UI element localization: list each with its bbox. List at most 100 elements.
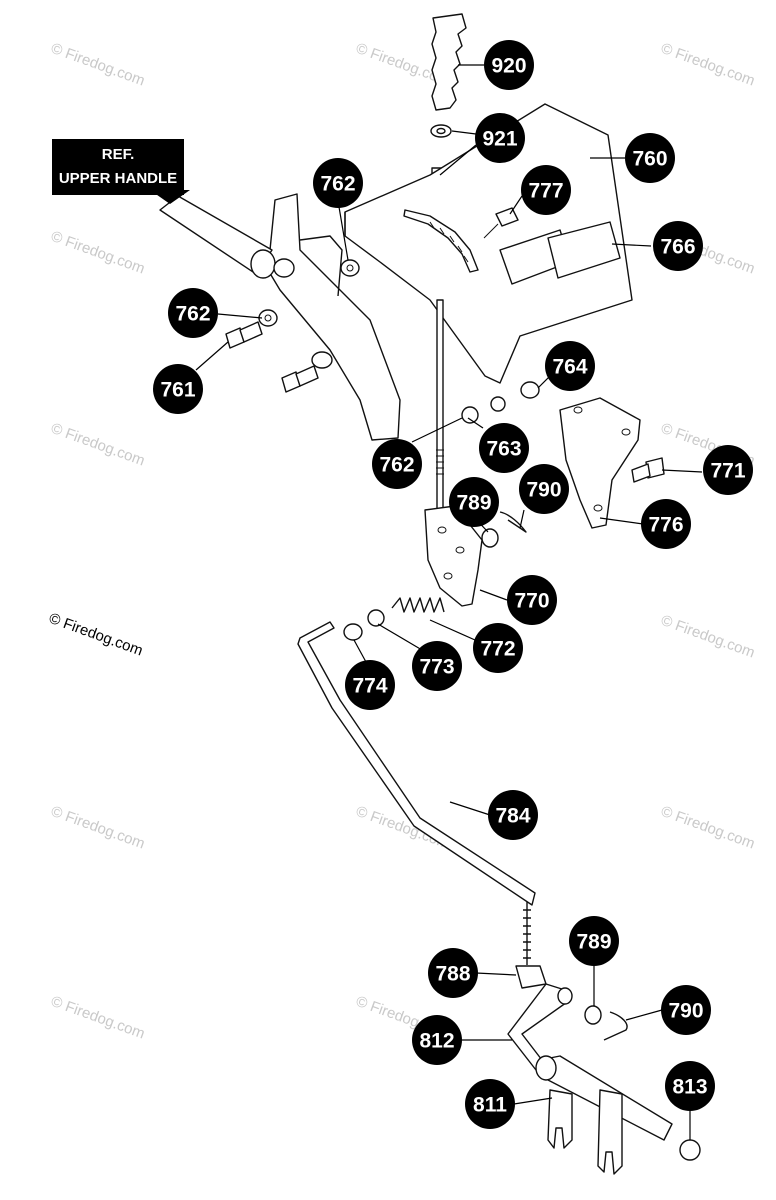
leader-line bbox=[439, 144, 477, 176]
bracket-776-hole bbox=[593, 504, 603, 512]
part-label-790[interactable]: 790 bbox=[519, 464, 569, 514]
part-label-921[interactable]: 921 bbox=[475, 113, 525, 163]
svg-text:770: 770 bbox=[514, 590, 549, 613]
part-label-760[interactable]: 760 bbox=[625, 133, 675, 183]
part-label-762[interactable]: 762 bbox=[372, 439, 422, 489]
part-label-762[interactable]: 762 bbox=[168, 288, 218, 338]
svg-text:762: 762 bbox=[320, 173, 355, 196]
watermark-text: © Firedog.com bbox=[49, 40, 147, 90]
part-label-811[interactable]: 811 bbox=[465, 1079, 515, 1129]
washer-762c bbox=[461, 406, 479, 424]
part-label-776[interactable]: 776 bbox=[641, 499, 691, 549]
washer-763 bbox=[490, 396, 506, 412]
svg-text:811: 811 bbox=[473, 1094, 507, 1117]
nut-764 bbox=[520, 381, 540, 399]
part-label-770[interactable]: 770 bbox=[507, 575, 557, 625]
svg-text:789: 789 bbox=[576, 931, 611, 954]
bolt-761-shank bbox=[239, 321, 263, 343]
spring-772 bbox=[391, 597, 445, 613]
watermark-text: © Firedog.com bbox=[49, 420, 147, 470]
cotter-pin-790a bbox=[499, 511, 527, 533]
leader-line bbox=[195, 341, 229, 371]
svg-text:812: 812 bbox=[419, 1030, 454, 1053]
svg-text:784: 784 bbox=[495, 805, 530, 828]
leader-line bbox=[475, 972, 517, 976]
leader-line bbox=[509, 195, 523, 215]
bracket-776-hole bbox=[621, 428, 631, 436]
part-label-777[interactable]: 777 bbox=[521, 165, 571, 215]
leader-lines bbox=[195, 64, 703, 1140]
part-label-766[interactable]: 766 bbox=[653, 221, 703, 271]
part-label-761[interactable]: 761 bbox=[153, 364, 203, 414]
nut-921-hole bbox=[436, 127, 446, 135]
svg-text:762: 762 bbox=[379, 454, 414, 477]
svg-text:773: 773 bbox=[419, 656, 454, 679]
leader-line bbox=[467, 417, 484, 429]
reference-line-1: REF. bbox=[101, 146, 135, 163]
watermark-text: © Firedog.com bbox=[49, 993, 147, 1043]
handle-bracket bbox=[267, 193, 401, 441]
part-label-763[interactable]: 763 bbox=[479, 423, 529, 473]
upper-handle-end bbox=[250, 249, 276, 279]
leader-line bbox=[513, 1097, 553, 1105]
rod-784-thread bbox=[523, 902, 531, 965]
shaft-collar bbox=[535, 1055, 557, 1081]
part-label-774[interactable]: 774 bbox=[345, 660, 395, 710]
svg-text:774: 774 bbox=[352, 675, 387, 698]
leader-line bbox=[661, 469, 703, 473]
part-label-773[interactable]: 773 bbox=[412, 641, 462, 691]
screw-777 bbox=[495, 207, 519, 227]
svg-text:762: 762 bbox=[175, 303, 210, 326]
panel-slot bbox=[403, 209, 479, 273]
part-label-789[interactable]: 789 bbox=[569, 916, 619, 966]
svg-text:920: 920 bbox=[491, 55, 526, 78]
drawing bbox=[159, 13, 701, 1175]
part-label-920[interactable]: 920 bbox=[484, 40, 534, 90]
part-label-813[interactable]: 813 bbox=[665, 1061, 715, 1111]
copyright-text: © Firedog.com bbox=[47, 610, 145, 660]
plate-hole bbox=[437, 526, 447, 534]
reference-box: REF. UPPER HANDLE bbox=[52, 139, 184, 195]
part-label-764[interactable]: 764 bbox=[545, 341, 595, 391]
watermark-text: © Firedog.com bbox=[659, 40, 757, 90]
leader-line bbox=[449, 801, 491, 816]
svg-text:790: 790 bbox=[668, 1000, 703, 1023]
part-label-772[interactable]: 772 bbox=[473, 623, 523, 673]
nut-774 bbox=[343, 623, 363, 641]
part-label-784[interactable]: 784 bbox=[488, 790, 538, 840]
part-label-762[interactable]: 762 bbox=[313, 158, 363, 208]
leader-line bbox=[217, 313, 263, 319]
svg-text:772: 772 bbox=[480, 638, 515, 661]
ferrule-788 bbox=[515, 965, 547, 989]
leader-line bbox=[537, 375, 551, 389]
bracket-776-hole bbox=[573, 406, 583, 414]
leader-line bbox=[353, 639, 367, 663]
svg-text:763: 763 bbox=[486, 438, 521, 461]
svg-text:790: 790 bbox=[526, 479, 561, 502]
rod-thread bbox=[436, 449, 444, 475]
screw-771-shank bbox=[631, 463, 651, 483]
reference-line-2: UPPER HANDLE bbox=[58, 170, 178, 187]
leader-line bbox=[625, 1009, 663, 1021]
washer-762a bbox=[340, 259, 360, 277]
leader-line bbox=[599, 517, 644, 525]
part-label-788[interactable]: 788 bbox=[428, 948, 478, 998]
washer-762a-hole bbox=[346, 264, 354, 272]
svg-text:760: 760 bbox=[632, 148, 667, 171]
leader-line bbox=[377, 623, 423, 651]
svg-text:788: 788 bbox=[435, 963, 470, 986]
part-label-790[interactable]: 790 bbox=[661, 985, 711, 1035]
svg-text:921: 921 bbox=[482, 128, 517, 151]
svg-text:813: 813 bbox=[672, 1076, 707, 1099]
bracket-slot bbox=[299, 235, 343, 297]
part-label-789[interactable]: 789 bbox=[449, 477, 499, 527]
washer-lower bbox=[311, 351, 333, 369]
washer-789a bbox=[481, 528, 499, 548]
svg-text:789: 789 bbox=[456, 492, 491, 515]
plate-hole bbox=[443, 572, 453, 580]
part-label-812[interactable]: 812 bbox=[412, 1015, 462, 1065]
bolt-lower-shank bbox=[295, 365, 319, 387]
leader-line bbox=[337, 200, 349, 261]
part-label-771[interactable]: 771 bbox=[703, 445, 753, 495]
plate-hole bbox=[455, 546, 465, 554]
